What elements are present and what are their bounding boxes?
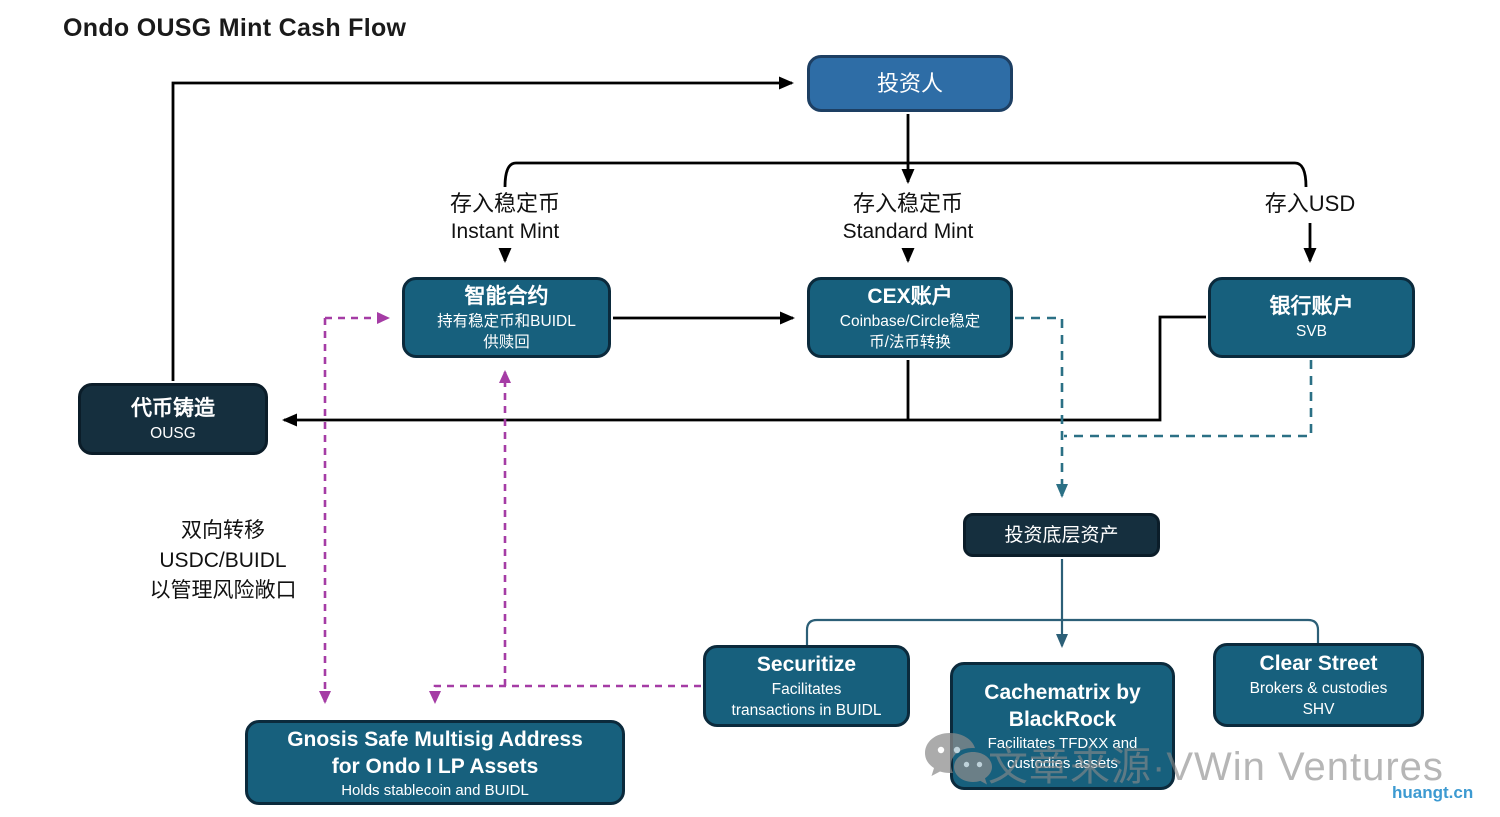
node-invest-assets: 投资底层资产 (963, 513, 1160, 557)
custodian-tree-lines (805, 559, 1320, 648)
node-bank-account-title: 银行账户 (1269, 295, 1354, 318)
node-gnosis-safe-subtitle: Holds stablecoin and BUIDL (341, 781, 529, 799)
node-cex-account: CEX账户 Coinbase/Circle稳定 币/法币转换 (807, 277, 1013, 358)
node-cachematrix-title: Cachematrix by BlackRock (984, 680, 1141, 731)
flow-label-instant-zh: 存入稳定币 (449, 191, 560, 216)
connector-bank-to-invest (1064, 360, 1313, 438)
node-investor-title: 投资人 (876, 71, 943, 96)
node-gnosis-safe-title: Gnosis Safe Multisig Address for Ondo I … (287, 727, 583, 778)
node-investor: 投资人 (807, 55, 1013, 112)
black-flow-lines (171, 76, 1317, 427)
node-smart-contract-title: 智能合约 (464, 284, 549, 308)
node-token-mint-subtitle: OUSG (150, 424, 196, 442)
flow-label-instant-en: Instant Mint (450, 220, 560, 243)
connector-cex-to-invest (1015, 316, 1068, 498)
page-title: Ondo OUSG Mint Cash Flow (63, 14, 407, 42)
watermark-site-link: huangt.cn (1392, 783, 1474, 802)
flow-label-usd-zh: 存入USD (1264, 191, 1356, 216)
bidirectional-transfer-label: 双向转移 USDC/BUIDL 以管理风险敞口 (149, 519, 297, 602)
node-invest-assets-title: 投资底层资产 (1004, 524, 1119, 546)
flow-label-usd: 存入USD (1200, 190, 1420, 218)
node-bank-account: 银行账户 SVB (1208, 277, 1415, 358)
node-gnosis-safe: Gnosis Safe Multisig Address for Ondo I … (245, 720, 625, 805)
connector-custodian-bar (805, 618, 1320, 645)
flow-label-standard-en: Standard Mint (842, 220, 974, 243)
connector-securitize-to-gnosis (429, 684, 701, 704)
node-token-mint: 代币铸造 OUSG (78, 383, 268, 455)
node-token-mint-title: 代币铸造 (131, 396, 215, 420)
connector-branch-bar (503, 161, 1308, 188)
purple-dashed-lines (319, 312, 701, 704)
node-securitize: Securitize Facilitates transactions in B… (703, 645, 910, 727)
node-smart-contract-subtitle: 持有稳定币和BUIDL 供赎回 (437, 312, 576, 351)
node-smart-contract: 智能合约 持有稳定币和BUIDL 供赎回 (402, 277, 611, 358)
node-clear-street-subtitle: Brokers & custodies SHV (1249, 680, 1388, 718)
node-bank-account-subtitle: SVB (1295, 323, 1327, 340)
node-securitize-title: Securitize (756, 653, 857, 676)
node-cachematrix: Cachematrix by BlackRock Facilitates TFD… (950, 662, 1175, 790)
node-cex-account-title: CEX账户 (867, 284, 953, 308)
node-cachematrix-subtitle: Facilitates TFDXX and custodies assets (987, 734, 1138, 772)
node-cex-account-subtitle: Coinbase/Circle稳定 币/法币转换 (839, 312, 981, 351)
node-clear-street: Clear Street Brokers & custodies SHV (1213, 643, 1424, 727)
node-clear-street-title: Clear Street (1259, 652, 1378, 675)
flow-label-standard: 存入稳定币 Standard Mint (798, 190, 1018, 246)
flow-label-instant: 存入稳定币 Instant Mint (395, 190, 615, 246)
node-securitize-subtitle: Facilitates transactions in BUIDL (731, 681, 882, 719)
flow-label-standard-zh: 存入稳定币 (852, 191, 963, 216)
